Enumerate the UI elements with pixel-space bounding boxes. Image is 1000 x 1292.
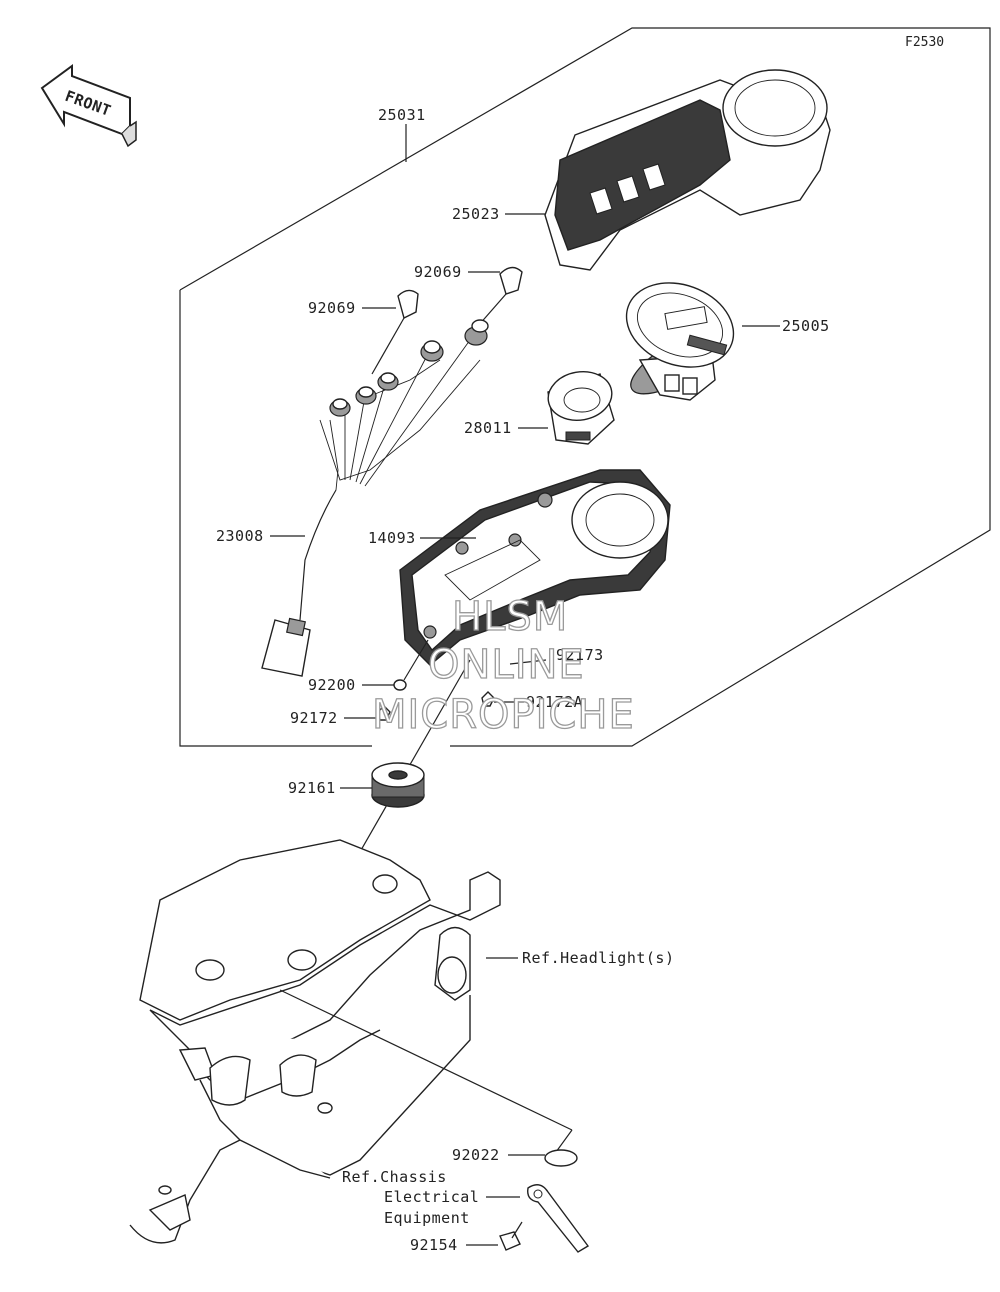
callout-92161: 92161 <box>288 779 336 797</box>
washer-axis-drop <box>555 1129 573 1153</box>
bulb-part-1 <box>397 289 419 320</box>
callout-92172a: 92172A <box>526 693 583 711</box>
ref-chassis-line-2: Electrical <box>384 1188 479 1206</box>
ground-terminal-part <box>527 1184 590 1253</box>
watermark-line-2: ONLINE <box>428 642 585 688</box>
callout-14093: 14093 <box>368 529 416 547</box>
watermark-line-1: HLSM <box>452 594 568 640</box>
front-arrow-icon: FRONT <box>40 64 137 148</box>
washer-part-92200 <box>393 679 407 691</box>
callout-92200: 92200 <box>308 676 356 694</box>
leader-92173 <box>509 659 547 665</box>
ref-headlight: Ref.Headlight(s) <box>522 949 675 967</box>
callout-23008: 23008 <box>216 527 264 545</box>
wiring-harness-part <box>261 319 489 677</box>
callout-28011: 28011 <box>464 419 512 437</box>
ref-chassis-line-1: Ref.Chassis <box>342 1168 447 1186</box>
meter-cover-part <box>544 69 831 271</box>
figure-code: F2530 <box>905 35 944 50</box>
callout-92069-b: 92069 <box>414 263 462 281</box>
washer-part-92022 <box>544 1149 578 1167</box>
callout-25005: 25005 <box>782 317 830 335</box>
indicator-unit-part <box>547 371 615 445</box>
bulb-part-2 <box>499 266 523 295</box>
meter-case-part <box>399 469 671 666</box>
harness-socket-3 <box>377 372 399 391</box>
harness-socket-2 <box>355 386 377 405</box>
harness-socket-1 <box>329 398 351 417</box>
callout-92022: 92022 <box>452 1146 500 1164</box>
washer-axis-line <box>279 989 573 1131</box>
assembly-frame-line <box>179 290 372 747</box>
callout-25023: 25023 <box>452 205 500 223</box>
callout-25031: 25031 <box>378 106 426 124</box>
grommet-part <box>371 762 425 808</box>
meter-bracket-part <box>129 839 501 1244</box>
leader-92069-a-part <box>371 317 405 375</box>
callout-92069-a: 92069 <box>308 299 356 317</box>
screw-part-92172a <box>481 691 495 707</box>
leader-92200-axis <box>403 639 429 681</box>
callout-92172: 92172 <box>290 709 338 727</box>
callout-92154: 92154 <box>410 1236 458 1254</box>
ref-chassis-line-3: Equipment <box>384 1209 470 1227</box>
harness-socket-4 <box>420 340 444 362</box>
watermark-line-3: MICROPICHE <box>372 692 635 738</box>
bolt-part-92154 <box>499 1221 523 1251</box>
harness-socket-5 <box>464 319 489 346</box>
assembly-frame-line-right <box>179 27 991 747</box>
screw-part-92172 <box>377 705 391 721</box>
speedometer-part <box>625 282 735 401</box>
callout-92173: 92173 <box>556 646 604 664</box>
